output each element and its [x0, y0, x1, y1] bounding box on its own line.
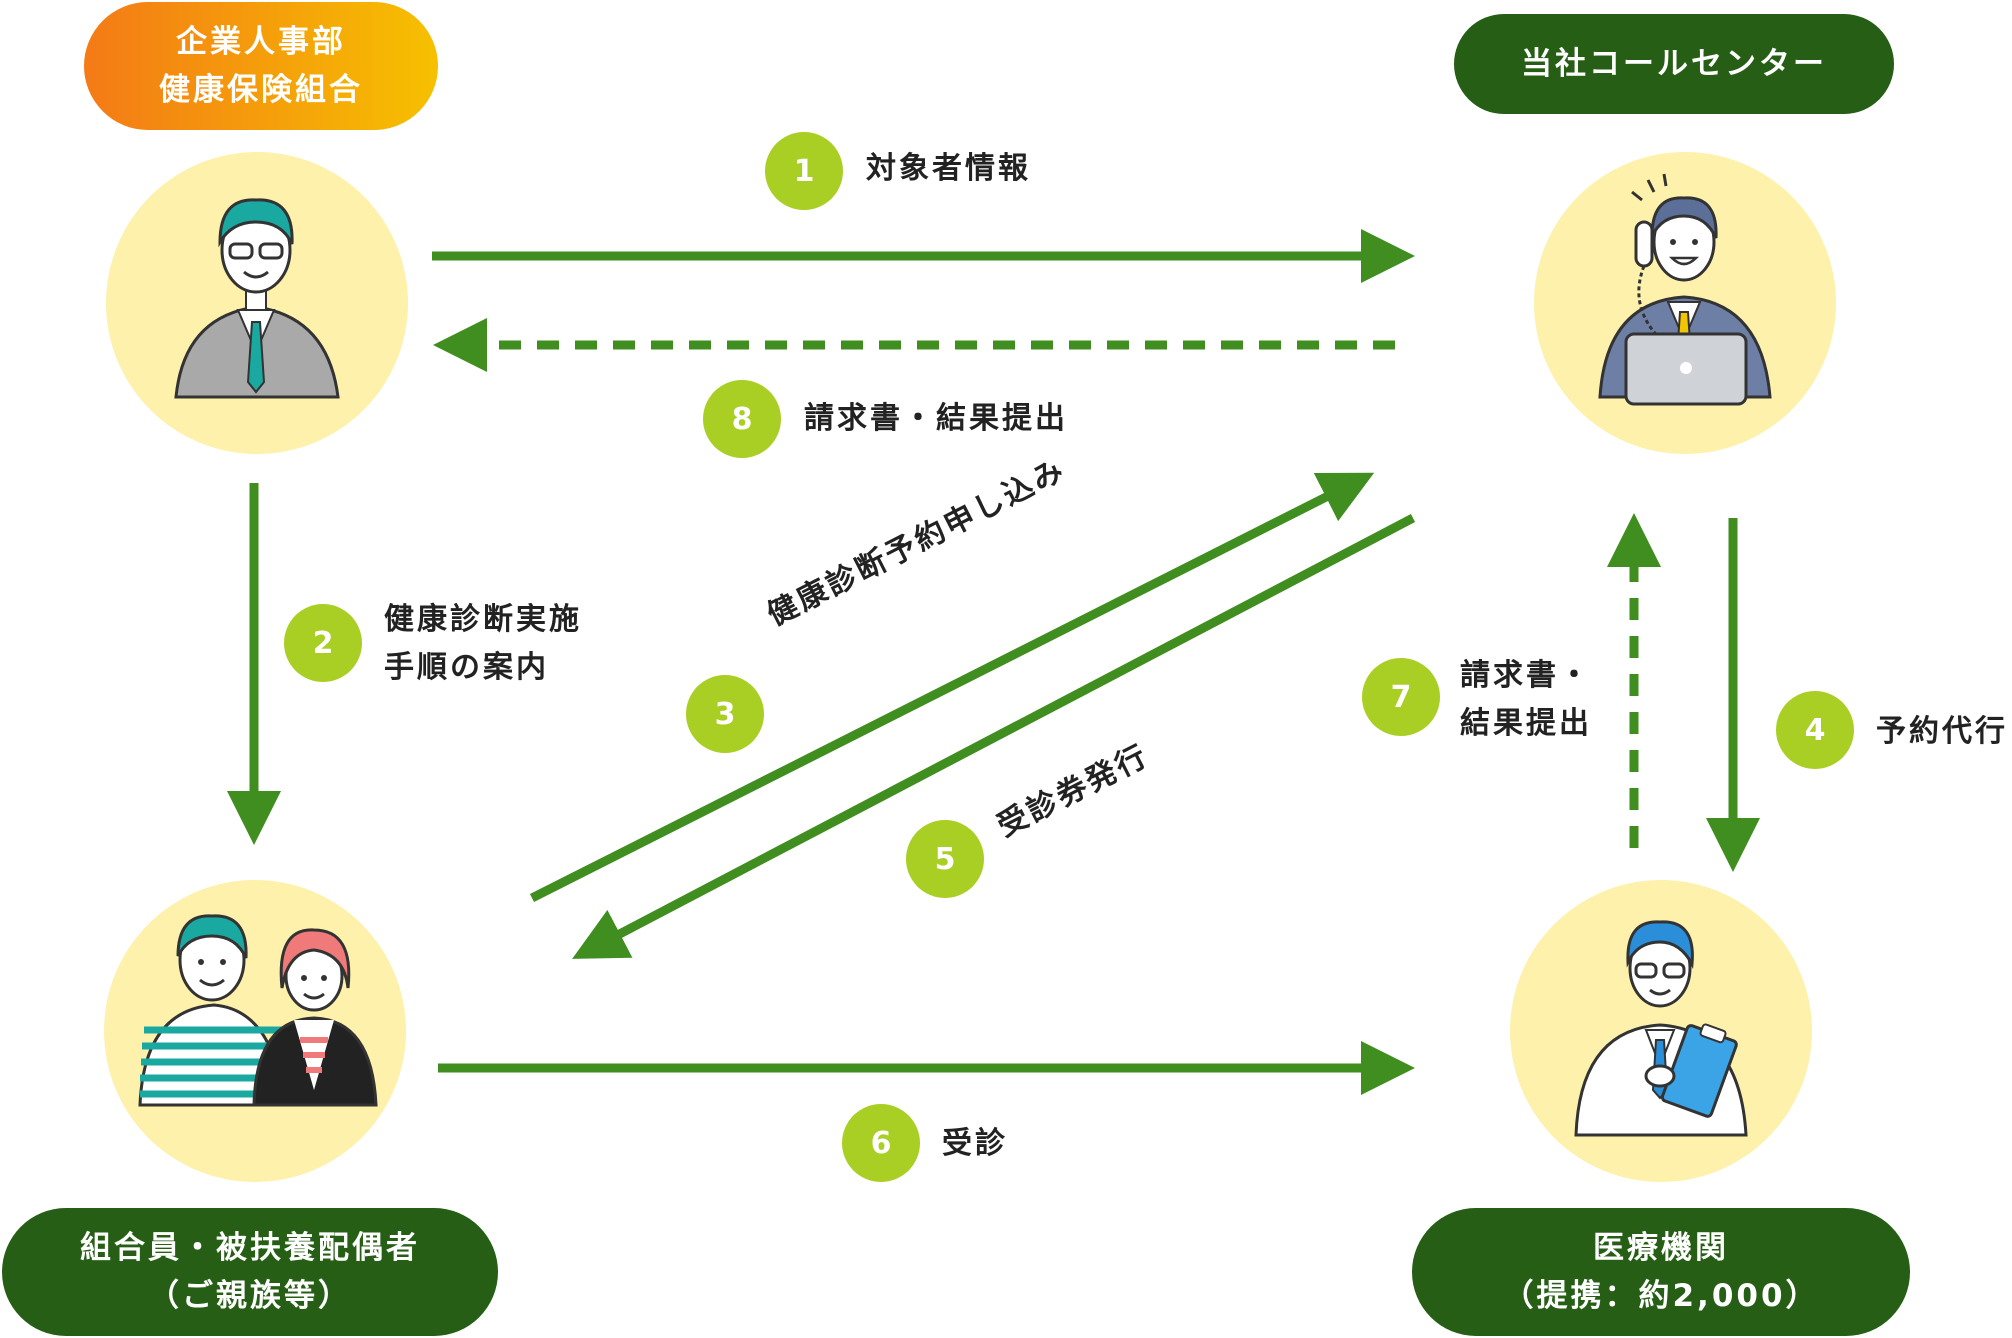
step-2-text-line2: 手順の案内	[384, 650, 549, 685]
step-7-label: 請求書・ 結果提出	[1460, 652, 1592, 748]
step-4-label: 予約代行	[1876, 708, 2008, 756]
step-5-badge: 5	[906, 820, 984, 898]
node-members-circle	[104, 880, 406, 1182]
step-7-badge: 7	[1362, 658, 1440, 736]
step-4-badge: 4	[1776, 691, 1854, 769]
step-1-text: 対象者情報	[866, 151, 1031, 186]
step-6-text: 受診	[942, 1126, 1008, 1161]
couple-icon	[138, 914, 378, 1107]
step-6-badge: 6	[842, 1104, 920, 1182]
step-8-label: 請求書・結果提出	[804, 395, 1068, 443]
node-company-line1: 企業人事部	[176, 23, 346, 60]
node-medical-label: 医療機関 （提携：約2,000）	[1412, 1208, 1910, 1336]
node-call-center-line1: 当社コールセンター	[1521, 45, 1827, 82]
node-members-label: 組合員・被扶養配偶者 （ご親族等）	[2, 1208, 498, 1336]
node-medical-line1: 医療機関	[1593, 1229, 1729, 1266]
node-members-line2: （ご親族等）	[148, 1278, 352, 1314]
step-1-label: 対象者情報	[866, 145, 1031, 193]
node-company-circle	[106, 152, 408, 454]
step-4-text: 予約代行	[1876, 714, 2008, 749]
step-3-badge: 3	[686, 675, 764, 753]
node-medical-circle	[1510, 880, 1812, 1182]
node-company-label: 企業人事部 健康保険組合	[84, 2, 438, 130]
arrow-3	[529, 472, 1375, 903]
step-7-text-line2: 結果提出	[1460, 706, 1592, 741]
node-company-line2: 健康保険組合	[159, 72, 363, 108]
node-members-line1: 組合員・被扶養配偶者	[80, 1229, 420, 1266]
step-2-label: 健康診断実施 手順の案内	[384, 596, 582, 692]
step-2-text-line1: 健康診断実施	[384, 602, 582, 637]
node-call-center-label: 当社コールセンター	[1454, 14, 1894, 114]
businessman-icon	[174, 198, 340, 399]
step-1-badge: 1	[765, 132, 843, 210]
step-6-label: 受診	[942, 1120, 1008, 1168]
operator-on-phone-icon	[1598, 173, 1772, 406]
node-medical-line2: （提携：約2,000）	[1502, 1278, 1820, 1314]
step-7-text-line1: 請求書・	[1460, 658, 1592, 693]
step-2-badge: 2	[284, 604, 362, 682]
node-call-center-circle	[1534, 152, 1836, 454]
arrow-5	[572, 514, 1416, 959]
step-8-text: 請求書・結果提出	[804, 401, 1068, 436]
step-8-badge: 8	[703, 380, 781, 458]
doctor-icon	[1574, 920, 1748, 1137]
